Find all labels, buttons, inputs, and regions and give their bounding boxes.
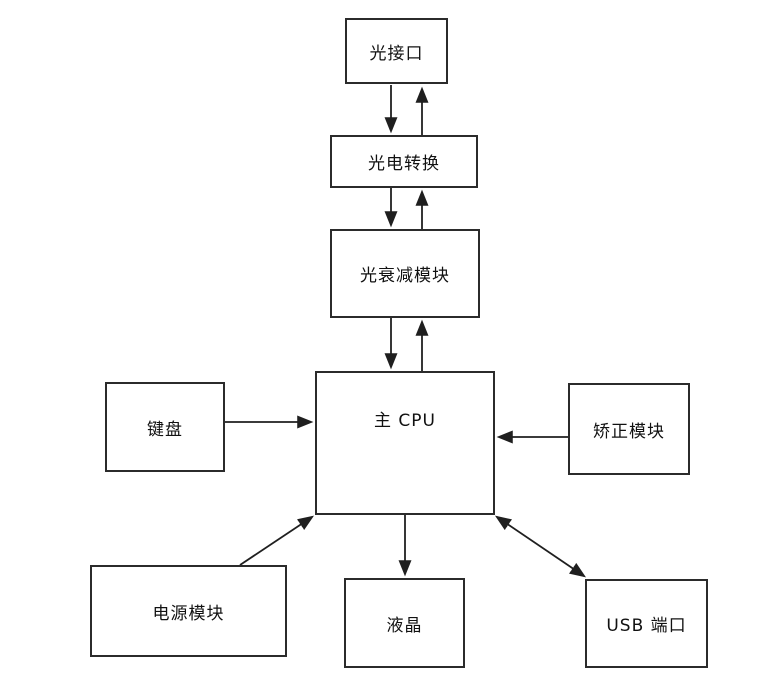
node-lcd-label: 液晶 [386, 615, 423, 636]
node-usb-port: USB 端口 [585, 579, 708, 668]
node-usb-port-label: USB 端口 [606, 616, 687, 636]
node-keyboard: 键盘 [105, 382, 225, 472]
node-correction-module: 矫正模块 [568, 383, 690, 475]
node-power-module: 电源模块 [90, 565, 287, 657]
node-main-cpu-label: 主 CPU [374, 411, 436, 431]
arrow-power-to-cpu [239, 515, 315, 566]
node-optical-attenuation-module-label: 光衰减模块 [360, 266, 450, 286]
node-optical-attenuation-module: 光衰减模块 [330, 229, 480, 318]
node-lcd: 液晶 [344, 578, 465, 668]
node-correction-module-label: 矫正模块 [593, 421, 665, 442]
node-main-cpu: 主 CPU [315, 371, 495, 515]
arrow-cpu-usb-bidirectional [494, 515, 587, 578]
node-optical-interface-label: 光接口 [369, 43, 424, 64]
node-optical-interface: 光接口 [345, 18, 448, 84]
node-keyboard-label: 键盘 [147, 419, 183, 440]
node-photoelectric-conversion: 光电转换 [330, 135, 478, 188]
node-power-module-label: 电源模块 [152, 603, 225, 624]
node-photoelectric-conversion-label: 光电转换 [368, 154, 440, 174]
